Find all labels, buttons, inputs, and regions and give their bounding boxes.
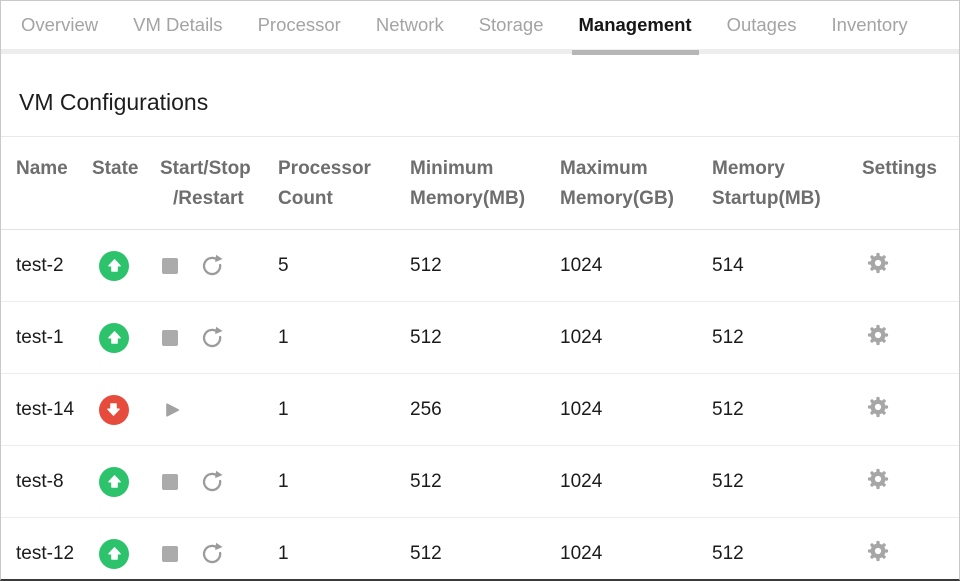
vm-name: test-12 xyxy=(16,542,75,564)
max-memory-value: 1024 xyxy=(560,254,603,276)
stop-icon[interactable] xyxy=(162,473,178,490)
tab-overview[interactable]: Overview xyxy=(21,14,99,35)
vm-name: test-1 xyxy=(16,326,64,348)
gear-icon[interactable] xyxy=(867,396,889,418)
min-memory-value: 512 xyxy=(410,542,442,564)
vm-name: test-2 xyxy=(16,254,64,276)
processor-count: 1 xyxy=(278,398,289,420)
column-header-settings: Settings xyxy=(862,158,937,179)
play-icon[interactable] xyxy=(162,400,182,420)
memory-startup-value: 512 xyxy=(712,398,744,420)
state-up-icon xyxy=(99,250,129,281)
processor-count: 1 xyxy=(278,326,289,348)
vm-controls-cell xyxy=(160,400,278,420)
tab-vm-details[interactable]: VM Details xyxy=(133,14,223,35)
max-memory-value: 1024 xyxy=(560,470,603,492)
vm-controls-cell xyxy=(160,470,278,494)
tab-inventory[interactable]: Inventory xyxy=(831,14,908,35)
restart-icon[interactable] xyxy=(200,470,224,494)
min-memory-value: 512 xyxy=(410,326,442,348)
memory-startup-value: 512 xyxy=(712,326,744,348)
gear-icon[interactable] xyxy=(867,468,889,490)
vm-controls-cell xyxy=(160,542,278,566)
memory-startup-value: 512 xyxy=(712,470,744,492)
table-row: test-12 1 512 1024 512 xyxy=(1,518,959,579)
gear-icon[interactable] xyxy=(867,252,889,274)
tab-network[interactable]: Network xyxy=(375,14,444,35)
table-row: test-8 1 512 1024 512 xyxy=(1,446,959,518)
stop-icon[interactable] xyxy=(162,257,178,274)
table-body: test-2 5 512 1024 514 xyxy=(1,230,959,579)
settings-cell xyxy=(862,540,959,568)
vm-controls-cell xyxy=(160,254,278,278)
column-header-name: Name xyxy=(16,158,68,179)
settings-cell xyxy=(862,324,959,352)
max-memory-value: 1024 xyxy=(560,542,603,564)
processor-count: 1 xyxy=(278,470,289,492)
restart-icon[interactable] xyxy=(200,542,224,566)
table-row: test-14 1 256 1024 512 xyxy=(1,374,959,446)
table-row: test-2 5 512 1024 514 xyxy=(1,230,959,302)
vm-state-cell xyxy=(92,250,160,281)
max-memory-value: 1024 xyxy=(560,326,603,348)
settings-cell xyxy=(862,252,959,280)
stop-icon[interactable] xyxy=(162,545,178,562)
page-header: VM Configurations xyxy=(1,54,959,137)
tab-management[interactable]: Management xyxy=(571,14,699,55)
state-up-icon xyxy=(99,538,129,569)
gear-icon[interactable] xyxy=(867,324,889,346)
min-memory-value: 512 xyxy=(410,470,442,492)
restart-icon[interactable] xyxy=(200,326,224,350)
vm-name: test-8 xyxy=(16,470,64,492)
tab-processor[interactable]: Processor xyxy=(257,14,341,35)
min-memory-value: 512 xyxy=(410,254,442,276)
state-up-icon xyxy=(99,322,129,353)
tab-outages[interactable]: Outages xyxy=(726,14,797,35)
processor-count: 5 xyxy=(278,254,289,276)
table-row: test-1 1 512 1024 512 xyxy=(1,302,959,374)
tab-bar: Overview VM Details Processor Network Storag… xyxy=(1,1,959,55)
settings-cell xyxy=(862,396,959,424)
max-memory-value: 1024 xyxy=(560,398,603,420)
vm-state-cell xyxy=(92,466,160,497)
stop-icon[interactable] xyxy=(162,329,178,346)
min-memory-value: 256 xyxy=(410,398,442,420)
memory-startup-value: 514 xyxy=(712,254,744,276)
page-title: VM Configurations xyxy=(19,88,209,115)
memory-startup-value: 512 xyxy=(712,542,744,564)
tab-storage[interactable]: Storage xyxy=(478,14,544,35)
vm-state-cell xyxy=(92,322,160,353)
processor-count: 1 xyxy=(278,542,289,564)
vm-state-cell xyxy=(92,394,160,425)
vm-state-cell xyxy=(92,538,160,569)
column-header-state: State xyxy=(92,158,139,179)
restart-icon[interactable] xyxy=(200,254,224,278)
state-up-icon xyxy=(99,466,129,497)
column-header-start-stop-restart: Start/Stop/Restart xyxy=(160,158,251,209)
vm-name: test-14 xyxy=(16,398,75,420)
settings-cell xyxy=(862,468,959,496)
gear-icon[interactable] xyxy=(867,540,889,562)
vm-controls-cell xyxy=(160,326,278,350)
state-down-icon xyxy=(99,394,129,425)
